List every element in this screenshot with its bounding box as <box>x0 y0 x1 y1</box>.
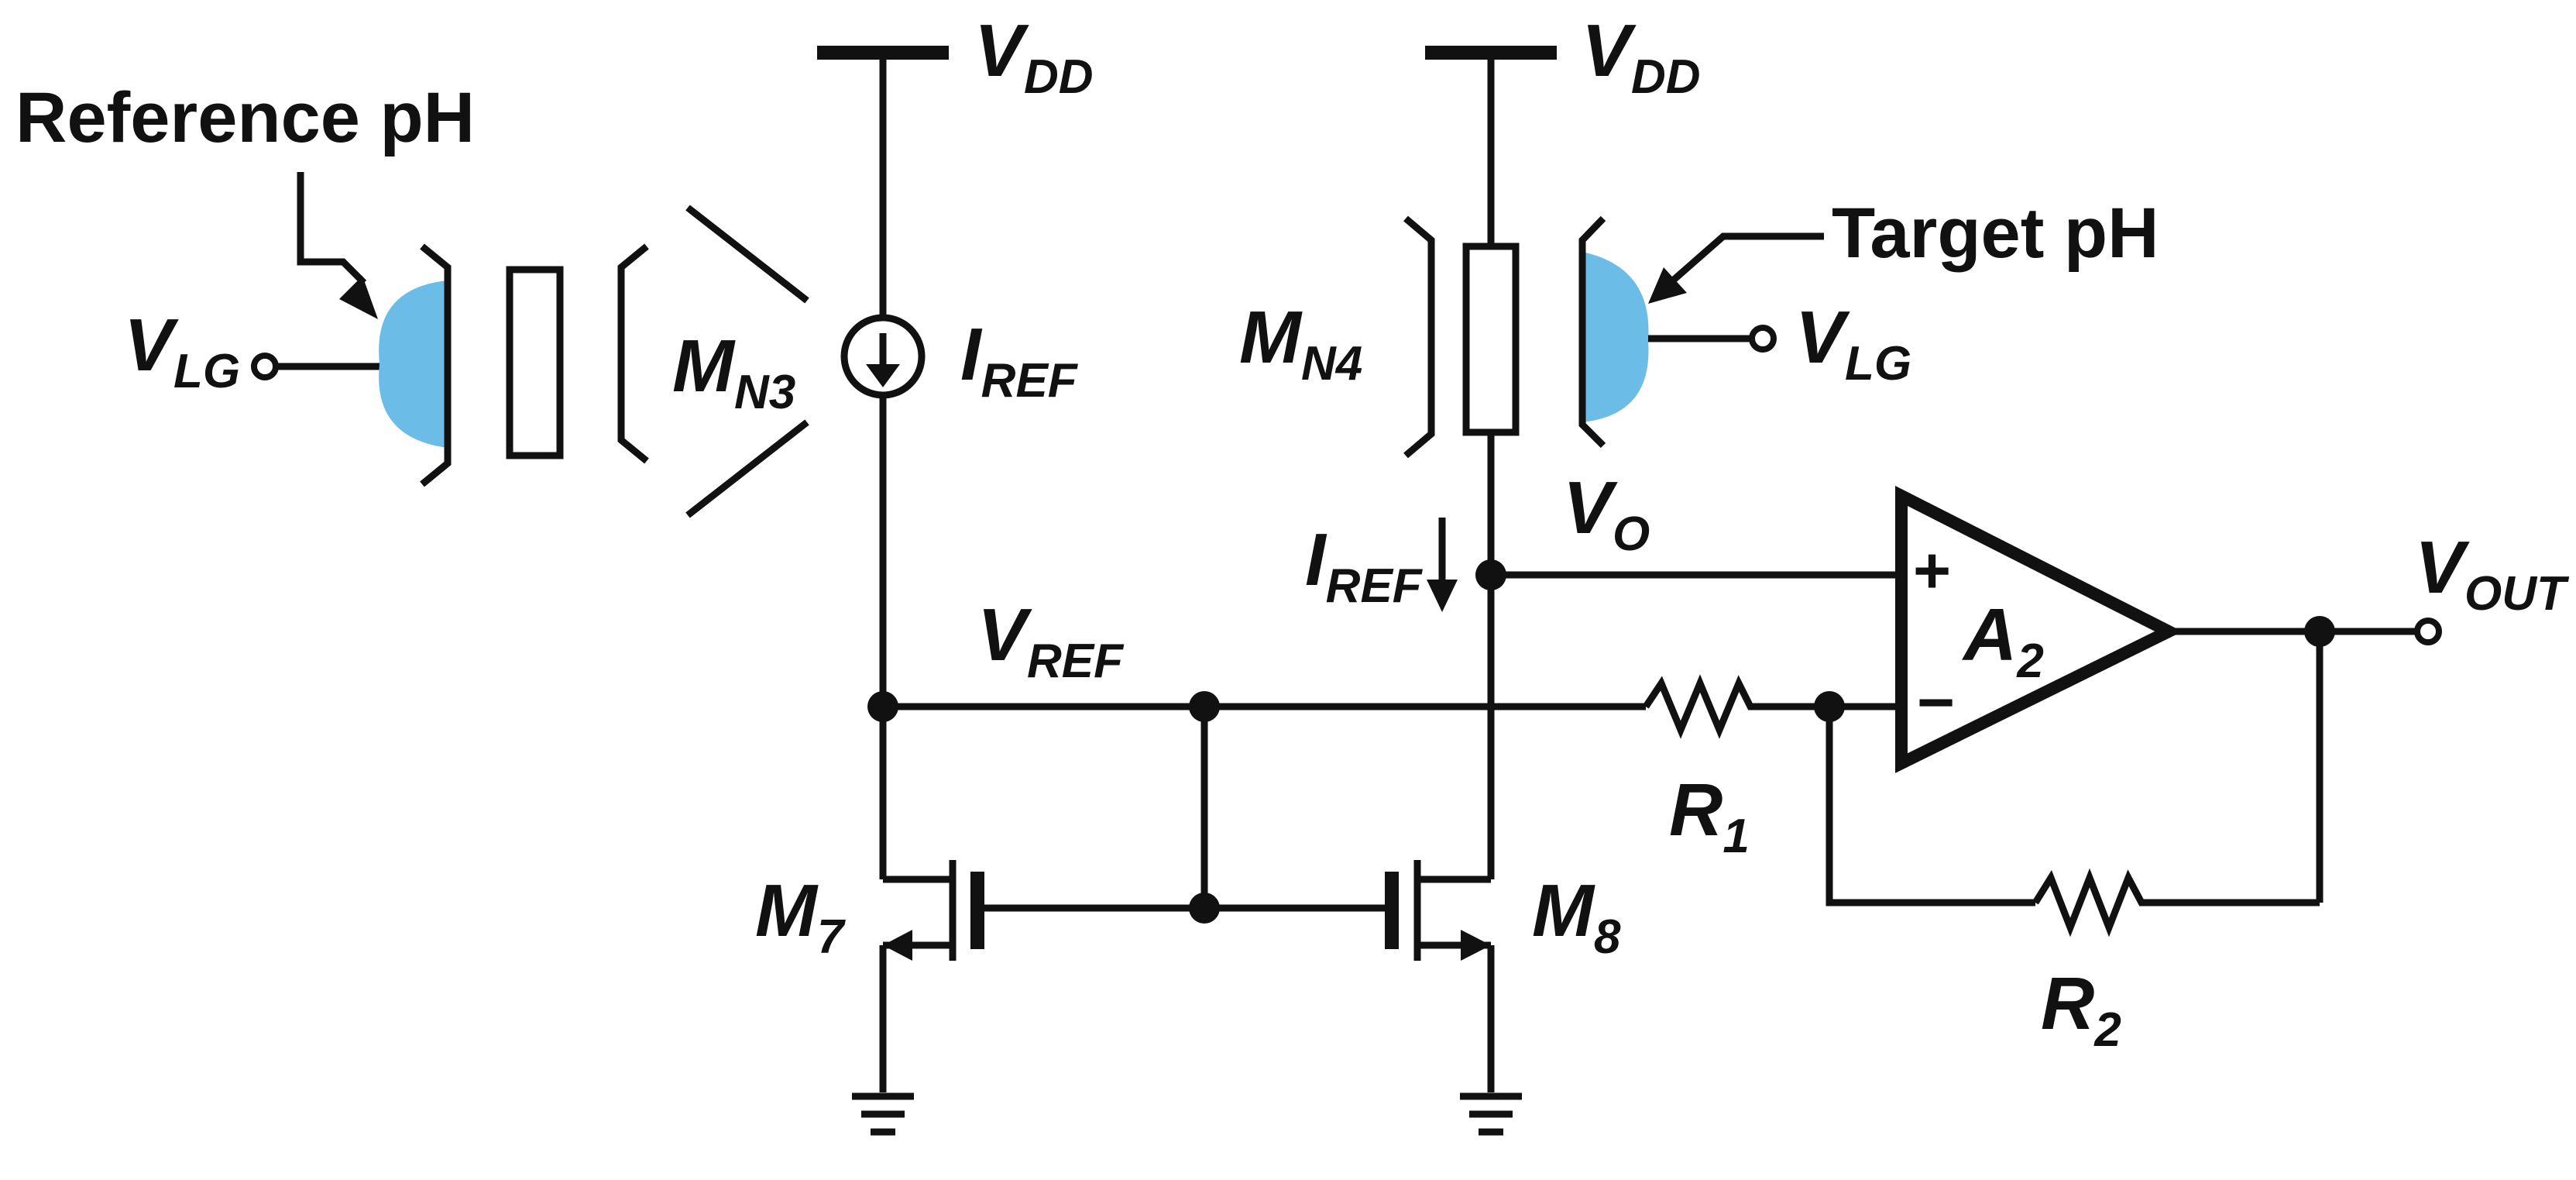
reference-ph-label: Reference pH <box>15 78 475 157</box>
resistor-r2 <box>2032 868 2320 937</box>
target-ph-arrowhead <box>1648 267 1687 304</box>
node-vref-left <box>867 691 898 722</box>
vdd-right-label: VDD <box>1582 9 1701 104</box>
node-gate-tie <box>1189 893 1220 924</box>
r1-label: R1 <box>1669 769 1750 863</box>
m8-source-arrow <box>1461 930 1491 961</box>
node-output <box>2304 616 2335 647</box>
vdd-left-label: VDD <box>974 9 1094 104</box>
vout-terminal <box>2414 618 2442 645</box>
m7-source-arrow <box>883 930 912 961</box>
left-membrane-bracket <box>420 243 452 487</box>
a2-label: A2 <box>1962 593 2044 688</box>
opamp-minus-sign: − <box>1917 666 1955 738</box>
node-vref-mid <box>1189 691 1220 722</box>
iref-branch-arrow-head <box>1427 580 1458 612</box>
target-ph-leader <box>1671 232 1824 284</box>
vlg-left-terminal <box>251 353 279 380</box>
mn3-flare-bottom <box>685 419 809 518</box>
vo-label: VO <box>1563 466 1650 561</box>
vlg-right-label: VLG <box>1795 296 1911 390</box>
reference-ph-leader <box>297 172 367 286</box>
r2-label: R2 <box>2041 962 2121 1057</box>
vref-label: VREF <box>977 593 1125 688</box>
mn3-label: MN3 <box>672 325 795 419</box>
sensing-membrane-right <box>1582 252 1649 422</box>
opamp-a2 <box>1895 485 2183 773</box>
mn3-flare-top <box>685 205 809 304</box>
mn3-body-bracket <box>617 243 649 464</box>
current-source-arrow-head <box>866 364 900 387</box>
vlg-left-label: VLG <box>124 304 240 398</box>
m8-label: M8 <box>1532 869 1621 964</box>
iref-branch-label: IREF <box>1305 518 1424 613</box>
mn4-label: MN4 <box>1239 296 1362 390</box>
sensing-membrane-left <box>379 280 448 448</box>
target-ph-label: Target pH <box>1832 194 2159 273</box>
mn4-body-bracket <box>1403 215 1435 459</box>
opamp-plus-sign: + <box>1913 534 1951 607</box>
vout-label: VOUT <box>2415 526 2570 621</box>
iref-source-label: IREF <box>960 313 1079 408</box>
mn4-channel-box <box>1462 243 1520 436</box>
reference-ph-arrowhead <box>339 276 378 319</box>
right-membrane-bracket <box>1578 215 1606 449</box>
mn3-gate-box <box>506 266 564 459</box>
vlg-right-terminal <box>1749 325 1777 353</box>
m7-label: M7 <box>755 869 846 964</box>
resistor-r1 <box>1643 674 1829 739</box>
wire-r2-left <box>1826 707 2035 907</box>
node-vo <box>1475 559 1506 590</box>
